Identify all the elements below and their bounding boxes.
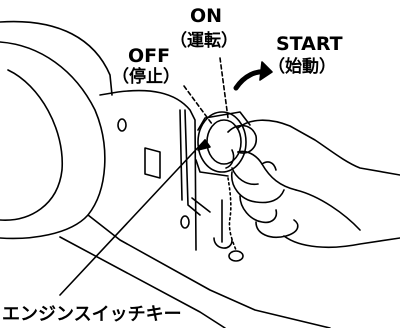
off-jp-label: （停止） bbox=[112, 66, 180, 87]
panel-hole bbox=[180, 215, 190, 229]
panel-hole bbox=[117, 118, 127, 132]
control-panel bbox=[99, 89, 197, 251]
on-label: ON bbox=[190, 5, 222, 27]
key-switch-housing bbox=[197, 111, 247, 173]
start-label: START bbox=[276, 33, 343, 55]
off-position-line bbox=[183, 85, 213, 125]
engine-switch-key-caption: エンジンスイッチキー bbox=[2, 304, 182, 325]
key-leader-line bbox=[59, 139, 206, 296]
on-jp-label: （運転） bbox=[170, 30, 238, 51]
on-position-line bbox=[219, 57, 229, 119]
panel-slot bbox=[144, 147, 161, 179]
key-chain bbox=[227, 177, 237, 251]
off-label: OFF bbox=[128, 45, 170, 67]
hand-outline bbox=[237, 119, 400, 176]
key-head bbox=[227, 124, 258, 154]
start-jp-label: （始動） bbox=[268, 56, 336, 77]
machine-housing bbox=[0, 20, 113, 96]
key-tag bbox=[228, 250, 244, 262]
